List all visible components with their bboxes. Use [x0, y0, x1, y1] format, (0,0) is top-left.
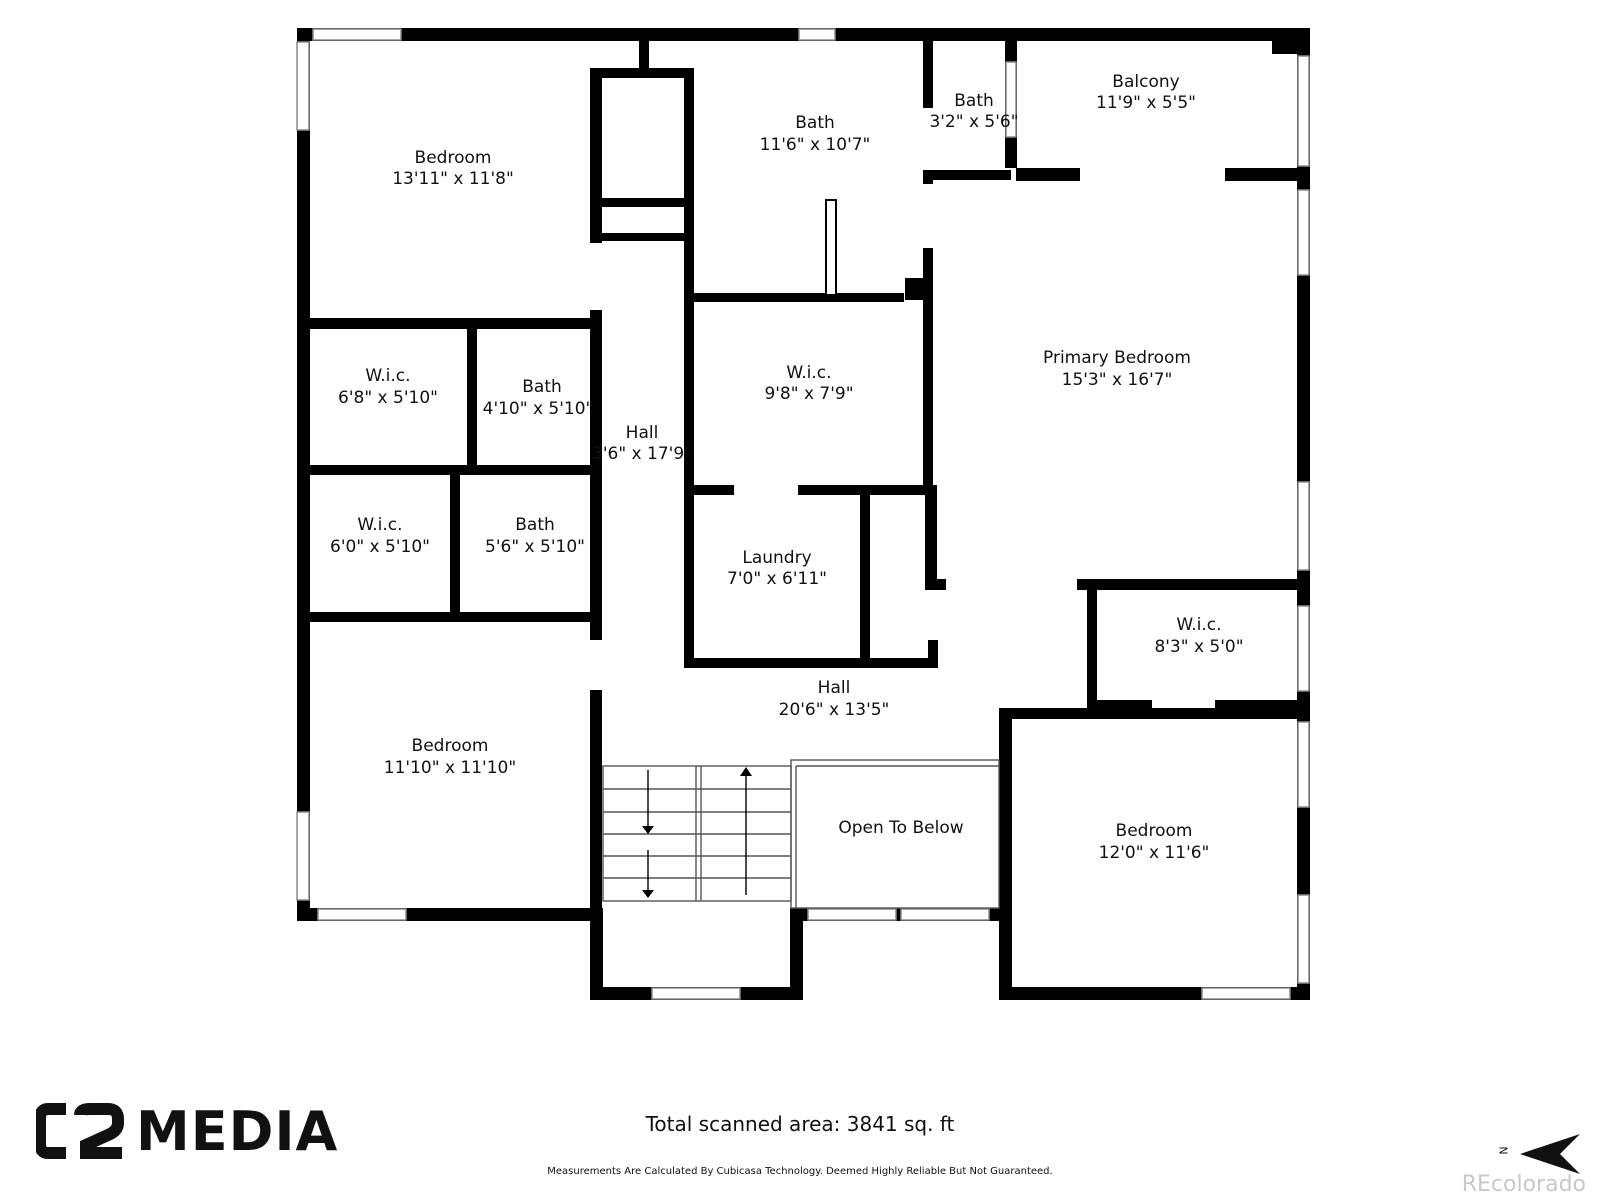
room-name: Bedroom	[1116, 821, 1193, 841]
room-dims: 11'9" x 5'5"	[1096, 93, 1196, 113]
total-area-text: Total scanned area: 3841 sq. ft	[645, 1112, 955, 1136]
room-name: Bath	[795, 113, 835, 133]
windows	[296, 28, 1310, 1000]
room-name: Bedroom	[412, 736, 489, 756]
room-dims: 6'0" x 5'10"	[330, 537, 430, 557]
room-name: W.i.c.	[786, 363, 831, 383]
room-dims: 7'0" x 6'11"	[727, 569, 827, 589]
room-dims: 20'6" x 13'5"	[779, 700, 890, 720]
recolorado-watermark: REcolorado	[1461, 1172, 1586, 1197]
room-name: Hall	[818, 678, 851, 698]
north-compass: N	[1497, 1134, 1580, 1174]
north-arrow-icon	[1520, 1134, 1580, 1174]
room-name: Primary Bedroom	[1043, 348, 1191, 368]
room-name: Bath	[515, 515, 555, 535]
compass-letter: N	[1497, 1146, 1511, 1155]
room-name: Bath	[522, 377, 562, 397]
room-dims: 3'2" x 5'6"	[929, 112, 1018, 132]
stairs	[602, 765, 792, 902]
room-name: Laundry	[742, 548, 811, 568]
logo-text: MEDIA	[136, 1099, 339, 1163]
disclaimer-text: Measurements Are Calculated By Cubicasa …	[547, 1166, 1053, 1177]
room-dims: 11'10" x 11'10"	[384, 758, 516, 778]
room-labels: Bedroom 13'11" x 11'8" Bath 11'6" x 10'7…	[330, 72, 1244, 863]
room-dims: 13'11" x 11'8"	[392, 169, 514, 189]
room-dims: 6'8" x 5'10"	[338, 388, 438, 408]
room-name: W.i.c.	[357, 515, 402, 535]
room-dims: 15'3" x 16'7"	[1062, 370, 1173, 390]
room-dims: 11'6" x 10'7"	[760, 135, 871, 155]
room-dims: 3'6" x 17'9"	[592, 444, 692, 464]
room-dims: 8'3" x 5'0"	[1154, 637, 1243, 657]
room-name: W.i.c.	[365, 366, 410, 386]
room-dims: 12'0" x 11'6"	[1099, 843, 1210, 863]
room-name: Bedroom	[415, 148, 492, 168]
room-name: Bath	[954, 91, 994, 111]
room-name: Hall	[626, 423, 659, 443]
open-to-below-frame	[790, 759, 1000, 909]
c2-media-logo: MEDIA	[36, 1096, 338, 1166]
room-name: Open To Below	[838, 818, 963, 838]
room-name: Balcony	[1112, 72, 1179, 92]
stair-arrows	[642, 767, 752, 898]
room-dims: 4'10" x 5'10"	[483, 399, 594, 419]
room-dims: 5'6" x 5'10"	[485, 537, 585, 557]
room-name: W.i.c.	[1176, 615, 1221, 635]
room-dims: 9'8" x 7'9"	[764, 384, 853, 404]
c2-logo-mark-icon	[36, 1103, 124, 1159]
